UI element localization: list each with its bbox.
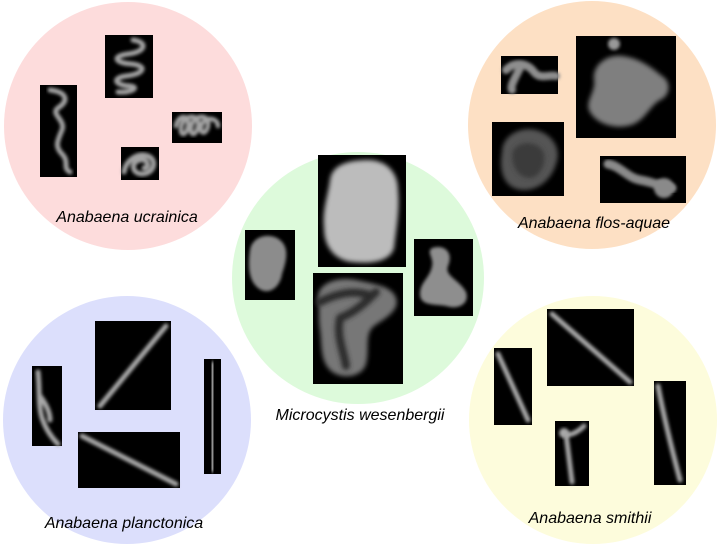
label-anabaena-planctonica: Anabaena planctonica bbox=[44, 515, 203, 532]
thumbnail-ucrainica-3 bbox=[172, 112, 222, 143]
thumbnail-planctonica-1 bbox=[95, 321, 171, 410]
group-microcystis-wesenbergii: Microcystis wesenbergii bbox=[232, 152, 484, 424]
thumbnail-microcystis-2 bbox=[245, 230, 295, 300]
label-anabaena-ucrainica: Anabaena ucrainica bbox=[55, 209, 198, 226]
label-anabaena-flos-aquae: Anabaena flos-aquae bbox=[517, 215, 670, 232]
group-anabaena-ucrainica: Anabaena ucrainica bbox=[4, 2, 252, 250]
group-anabaena-smithii: Anabaena smithii bbox=[469, 296, 717, 544]
thumbnail-planctonica-3 bbox=[204, 359, 221, 474]
thumbnail-ucrainica-2 bbox=[40, 85, 77, 177]
thumbnail-smithii-3 bbox=[654, 381, 686, 485]
thumbnail-microcystis-1 bbox=[318, 155, 406, 267]
thumbnail-smithii-4 bbox=[555, 421, 589, 486]
thumbnail-ucrainica-4 bbox=[121, 147, 159, 180]
group-circle-ucrainica bbox=[4, 2, 252, 250]
thumbnail-planctonica-4 bbox=[78, 432, 180, 488]
thumbnail-flos-aquae-4 bbox=[600, 156, 686, 203]
label-microcystis-wesenbergii: Microcystis wesenbergii bbox=[276, 407, 445, 424]
thumbnail-smithii-1 bbox=[547, 309, 634, 386]
group-anabaena-flos-aquae: Anabaena flos-aquae bbox=[468, 1, 716, 249]
group-circle-planctonica bbox=[3, 296, 251, 544]
thumbnail-microcystis-3 bbox=[414, 239, 473, 316]
thumbnail-flos-aquae-3 bbox=[492, 122, 564, 196]
thumbnail-planctonica-2 bbox=[32, 366, 62, 447]
thumbnail-ucrainica-1 bbox=[105, 35, 153, 98]
thumbnail-flos-aquae-2 bbox=[576, 36, 676, 138]
thumbnail-flos-aquae-1 bbox=[501, 56, 560, 94]
group-anabaena-planctonica: Anabaena planctonica bbox=[3, 296, 251, 544]
thumbnail-microcystis-4 bbox=[313, 273, 403, 384]
label-anabaena-smithii: Anabaena smithii bbox=[528, 510, 652, 527]
thumbnail-smithii-2 bbox=[494, 348, 532, 425]
